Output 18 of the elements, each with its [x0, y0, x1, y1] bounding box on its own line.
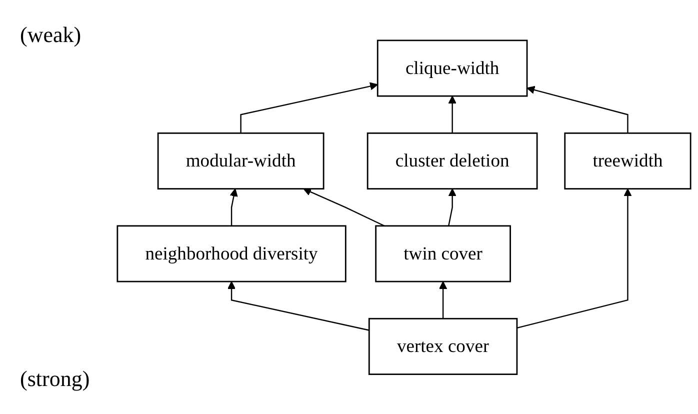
arrow [227, 280, 370, 330]
arrow [526, 86, 628, 133]
arrow [240, 82, 378, 133]
arrow [516, 188, 632, 328]
node-box: modular-width [157, 132, 324, 190]
node-box: treewidth [564, 132, 692, 190]
node-box: cluster deletion [366, 132, 538, 190]
arrow [230, 188, 238, 226]
arrow [438, 280, 448, 318]
node-box: vertex cover [368, 318, 518, 375]
arrow [448, 95, 456, 133]
strength-note: (weak) [20, 22, 82, 48]
strength-note: (strong) [20, 366, 90, 392]
node-box: twin cover [375, 224, 511, 282]
node-box: clique-width [376, 39, 528, 96]
arrow [448, 188, 456, 226]
arrow [303, 188, 385, 226]
node-box: neighborhood diversity [116, 224, 346, 282]
